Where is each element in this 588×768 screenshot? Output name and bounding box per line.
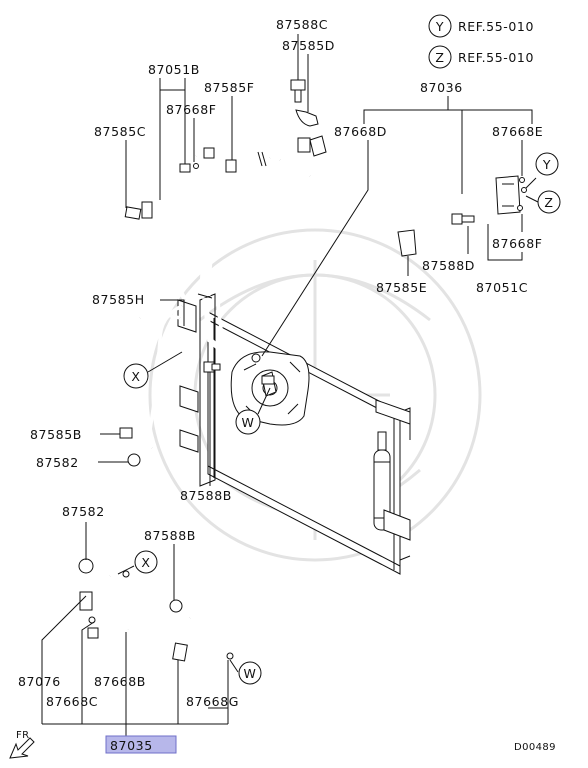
front-direction-indicator: FR bbox=[9, 730, 35, 759]
label-87076[interactable]: 87076 bbox=[18, 674, 61, 689]
label-87668C[interactable]: 87668C bbox=[46, 694, 98, 709]
label-87668B[interactable]: 87668B bbox=[94, 674, 146, 689]
callout-z-side[interactable]: Z bbox=[537, 190, 561, 214]
label-87668F-left[interactable]: 87668F bbox=[166, 102, 217, 117]
front-arrow-icon bbox=[9, 737, 35, 759]
label-87585C[interactable]: 87585C bbox=[94, 124, 146, 139]
label-87588B-lower[interactable]: 87588B bbox=[144, 528, 196, 543]
callout-x-upper-text: X bbox=[131, 369, 140, 384]
label-87585B[interactable]: 87585B bbox=[30, 427, 82, 442]
label-87588B-upper[interactable]: 87588B bbox=[180, 488, 232, 503]
leader-lines bbox=[41, 34, 543, 736]
label-87035-highlight[interactable]: 87035 bbox=[105, 735, 177, 754]
label-87036[interactable]: 87036 bbox=[420, 80, 463, 95]
label-87585F[interactable]: 87585F bbox=[204, 80, 255, 95]
callout-w-lower-text: W bbox=[244, 666, 257, 681]
label-87051C[interactable]: 87051C bbox=[476, 280, 528, 295]
label-87051B[interactable]: 87051B bbox=[148, 62, 200, 77]
callout-x-upper[interactable]: X bbox=[123, 363, 149, 389]
label-87668F-right[interactable]: 87668F bbox=[492, 236, 543, 251]
ref-y-letter: Y bbox=[435, 19, 444, 34]
label-87588D[interactable]: 87588D bbox=[422, 258, 475, 273]
condenser bbox=[177, 293, 411, 575]
ref-y-text: REF.55-010 bbox=[458, 19, 534, 34]
front-direction-label: FR bbox=[16, 730, 30, 741]
callout-w-upper-text: W bbox=[242, 415, 255, 430]
label-87588C[interactable]: 87588C bbox=[276, 17, 328, 32]
callout-z-side-text: Z bbox=[544, 195, 553, 210]
ref-y[interactable]: Y REF.55-010 bbox=[428, 14, 534, 38]
label-87668E[interactable]: 87668E bbox=[492, 124, 543, 139]
callout-w-lower[interactable]: W bbox=[238, 661, 262, 685]
label-87668D[interactable]: 87668D bbox=[334, 124, 387, 139]
callout-x-lower-text: X bbox=[141, 555, 150, 570]
label-87582-upper[interactable]: 87582 bbox=[36, 455, 79, 470]
ref-z-letter: Z bbox=[435, 50, 444, 65]
diagram-code: D00489 bbox=[514, 742, 556, 753]
label-87585D[interactable]: 87585D bbox=[282, 38, 335, 53]
callout-x-lower[interactable]: X bbox=[134, 550, 158, 574]
label-87585H[interactable]: 87585H bbox=[92, 292, 145, 307]
label-87582-lower[interactable]: 87582 bbox=[62, 504, 105, 519]
label-87035: 87035 bbox=[110, 738, 153, 753]
ref-z-text: REF.55-010 bbox=[458, 50, 534, 65]
ref-z[interactable]: Z REF.55-010 bbox=[428, 45, 534, 69]
label-87668G[interactable]: 87668G bbox=[186, 694, 239, 709]
pipes bbox=[79, 135, 521, 662]
callout-y-side[interactable]: Y bbox=[535, 152, 559, 176]
callout-w-upper[interactable]: W bbox=[235, 409, 261, 435]
callout-y-side-text: Y bbox=[542, 157, 551, 172]
label-87585E[interactable]: 87585E bbox=[376, 280, 427, 295]
